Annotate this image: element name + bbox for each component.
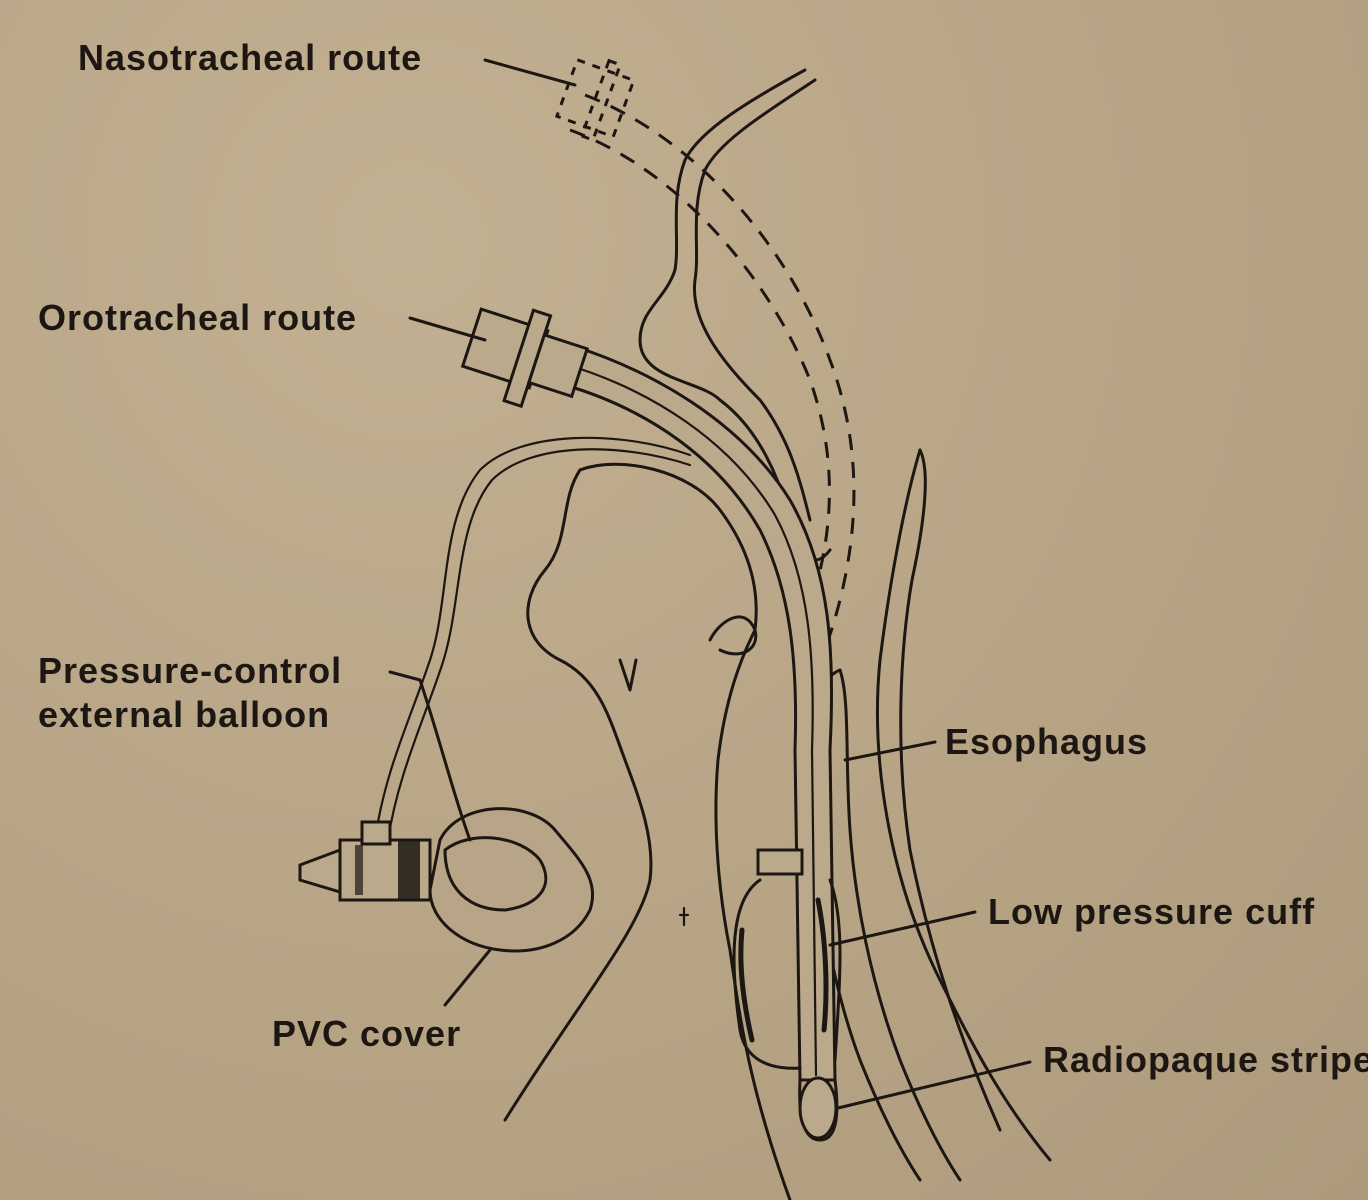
anatomy-mark [620, 660, 636, 690]
leader-low-pressure-cuff [830, 912, 975, 945]
leader-radiopaque-stripe [838, 1062, 1030, 1108]
label-radiopaque-stripe: Radiopaque stripe [1043, 1038, 1368, 1082]
leader-esophagus [845, 742, 935, 760]
external-balloon [300, 809, 593, 951]
leader-nasotracheal [485, 60, 575, 85]
epiglottis [710, 617, 756, 654]
balloon-valve-tip [300, 850, 340, 892]
balloon-valve-band [398, 840, 420, 900]
label-nasotracheal-route: Nasotracheal route [78, 36, 422, 80]
label-pressure-control-line1: Pressure-control [38, 649, 342, 693]
pvc-cover-shape [430, 809, 593, 951]
trachea-anterior-wall [716, 630, 790, 1200]
pilot-line-junction [362, 822, 390, 844]
orotracheal-connector [457, 295, 594, 420]
label-orotracheal-route: Orotracheal route [38, 296, 357, 340]
cuff-band [758, 850, 802, 874]
label-low-pressure-cuff: Low pressure cuff [988, 890, 1315, 934]
anatomy-mark-small [680, 908, 688, 925]
pharyngeal-wall-inner [901, 450, 1000, 1130]
pilot-line-outer [375, 438, 690, 840]
leader-pvc-cover [445, 950, 490, 1005]
label-pressure-control-line2: external balloon [38, 693, 330, 737]
label-esophagus: Esophagus [945, 720, 1148, 764]
tongue-outline [505, 470, 651, 1120]
label-pvc-cover: PVC cover [272, 1012, 461, 1056]
tube-tip [800, 1078, 836, 1138]
